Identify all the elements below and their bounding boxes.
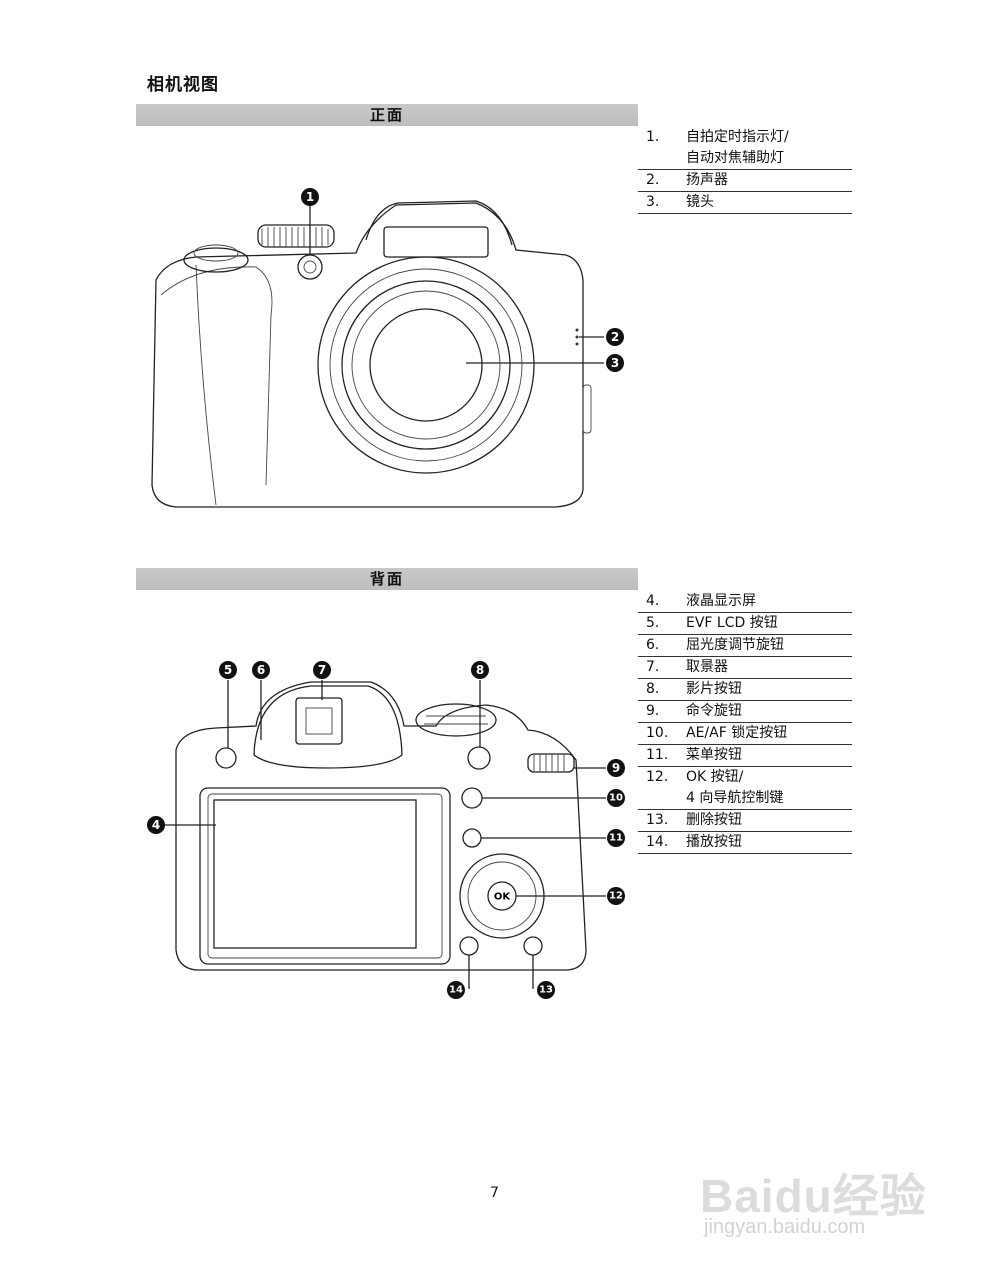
- part-label: 影片按钮: [686, 681, 742, 697]
- svg-text:14: 14: [449, 985, 463, 996]
- part-label: 自拍定时指示灯/ 自动对焦辅助灯: [686, 129, 789, 166]
- part-number: 1.: [646, 129, 660, 145]
- callout-6: 6: [252, 661, 270, 679]
- part-number: 9.: [646, 703, 660, 719]
- part-item: 8. 影片按钮: [638, 679, 852, 701]
- part-label: 删除按钮: [686, 812, 742, 828]
- svg-text:8: 8: [476, 663, 484, 677]
- part-item: 6. 屈光度调节旋钮: [638, 635, 852, 657]
- part-label: 液晶显示屏: [686, 593, 756, 609]
- part-number: 13.: [646, 812, 669, 828]
- svg-text:12: 12: [609, 891, 623, 902]
- svg-text:4: 4: [152, 818, 160, 832]
- part-number: 14.: [646, 834, 669, 850]
- callout-4: 4: [147, 816, 165, 834]
- callout-3: 3: [606, 354, 624, 372]
- part-number: 2.: [646, 172, 660, 188]
- part-number: 8.: [646, 681, 660, 697]
- watermark-url: jingyan.baidu.com: [704, 1216, 866, 1238]
- part-number: 4.: [646, 593, 660, 609]
- part-number: 6.: [646, 637, 660, 653]
- part-item: 14. 播放按钮: [638, 832, 852, 854]
- part-item: 11. 菜单按钮: [638, 745, 852, 767]
- part-number: 10.: [646, 725, 669, 741]
- section-bar-back: 背面: [136, 568, 638, 590]
- part-item: 2. 扬声器: [638, 170, 852, 192]
- part-label: 镜头: [686, 194, 714, 210]
- part-item: 5. EVF LCD 按钮: [638, 613, 852, 635]
- svg-text:3: 3: [611, 356, 619, 370]
- part-number: 7.: [646, 659, 660, 675]
- part-number: 11.: [646, 747, 669, 763]
- part-item: 9. 命令旋钮: [638, 701, 852, 723]
- part-label: AE/AF 锁定按钮: [686, 725, 788, 741]
- part-item: 13. 删除按钮: [638, 810, 852, 832]
- part-item: 7. 取景器: [638, 657, 852, 679]
- section-bar-front: 正面: [136, 104, 638, 126]
- ok-label: OK: [494, 892, 512, 903]
- part-number: 5.: [646, 615, 660, 631]
- front-camera-diagram: 1 2 3: [151, 188, 624, 508]
- svg-text:7: 7: [318, 663, 326, 677]
- svg-text:10: 10: [609, 793, 623, 804]
- part-item: 1. 自拍定时指示灯/ 自动对焦辅助灯: [638, 127, 852, 170]
- callout-2: 2: [606, 328, 624, 346]
- part-number: 3.: [646, 194, 660, 210]
- part-number: 12.: [646, 769, 669, 785]
- part-item: 12. OK 按钮/ 4 向导航控制键: [638, 767, 852, 810]
- part-label: 菜单按钮: [686, 747, 742, 763]
- part-label: 命令旋钮: [686, 703, 742, 719]
- callout-5: 5: [219, 661, 237, 679]
- callout-14: 14: [447, 981, 465, 999]
- svg-text:1: 1: [306, 190, 314, 204]
- callout-10: 10: [607, 789, 625, 807]
- part-label: EVF LCD 按钮: [686, 615, 778, 631]
- part-item: 10. AE/AF 锁定按钮: [638, 723, 852, 745]
- part-label: 播放按钮: [686, 834, 742, 850]
- svg-text:5: 5: [224, 663, 232, 677]
- page-title: 相机视图: [147, 75, 219, 95]
- part-label: OK 按钮/ 4 向导航控制键: [686, 769, 784, 806]
- callout-9: 9: [607, 759, 625, 777]
- front-parts-list: 1. 自拍定时指示灯/ 自动对焦辅助灯 2. 扬声器 3. 镜头: [638, 127, 852, 214]
- svg-text:6: 6: [257, 663, 265, 677]
- back-parts-list: 4. 液晶显示屏 5. EVF LCD 按钮 6. 屈光度调节旋钮 7. 取景器 8. 影片按钮 9…: [638, 591, 852, 854]
- part-label: 屈光度调节旋钮: [686, 637, 784, 653]
- callout-12: 12: [607, 887, 625, 905]
- part-item: 4. 液晶显示屏: [638, 591, 852, 613]
- part-item: 3. 镜头: [638, 192, 852, 214]
- callout-11: 11: [607, 829, 625, 847]
- svg-text:11: 11: [609, 833, 623, 844]
- svg-text:9: 9: [612, 761, 620, 775]
- part-label: 取景器: [686, 659, 728, 675]
- back-camera-diagram: OK 4 5 6 7 8 9 10 11 12 13 14: [147, 661, 625, 999]
- svg-text:13: 13: [539, 985, 553, 996]
- page-number: 7: [490, 1185, 499, 1201]
- callout-7: 7: [313, 661, 331, 679]
- callout-13: 13: [537, 981, 555, 999]
- watermark-brand: Baidu经验: [700, 1170, 927, 1222]
- watermark: Baidu经验 jingyan.baidu.com: [690, 1130, 940, 1250]
- part-label: 扬声器: [686, 172, 728, 188]
- callout-1: 1: [301, 188, 319, 206]
- callout-8: 8: [471, 661, 489, 679]
- svg-text:2: 2: [611, 330, 619, 344]
